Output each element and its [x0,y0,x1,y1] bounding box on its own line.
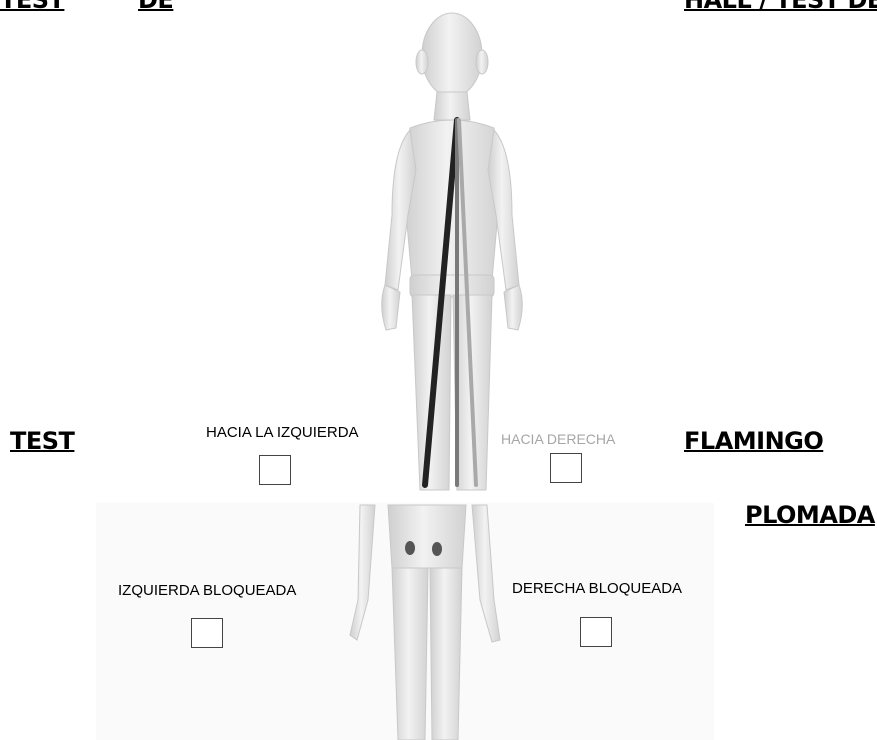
option-left-checkbox[interactable] [259,455,291,485]
heading-de-top: DE [138,0,173,14]
option-right-checkbox[interactable] [550,453,582,483]
option-left-locked-label: IZQUIERDA BLOQUEADA [118,582,296,599]
option-left-label: HACIA LA IZQUIERDA [206,424,359,441]
heading-test: TEST [10,427,74,455]
heading-plomada: PLOMADA [745,501,875,529]
option-right-locked-label: DERECHA BLOQUEADA [512,580,682,597]
heading-test-top: TEST [0,0,64,14]
heading-hall-test-de: HALL / TEST DE [684,0,877,14]
option-right-label: HACIA DERECHA [501,431,615,447]
dimple-right [432,542,442,556]
dimple-left [405,541,415,555]
option-left-locked-checkbox[interactable] [191,618,223,648]
heading-flamingo: FLAMINGO [684,427,823,455]
option-right-locked-checkbox[interactable] [580,617,612,647]
